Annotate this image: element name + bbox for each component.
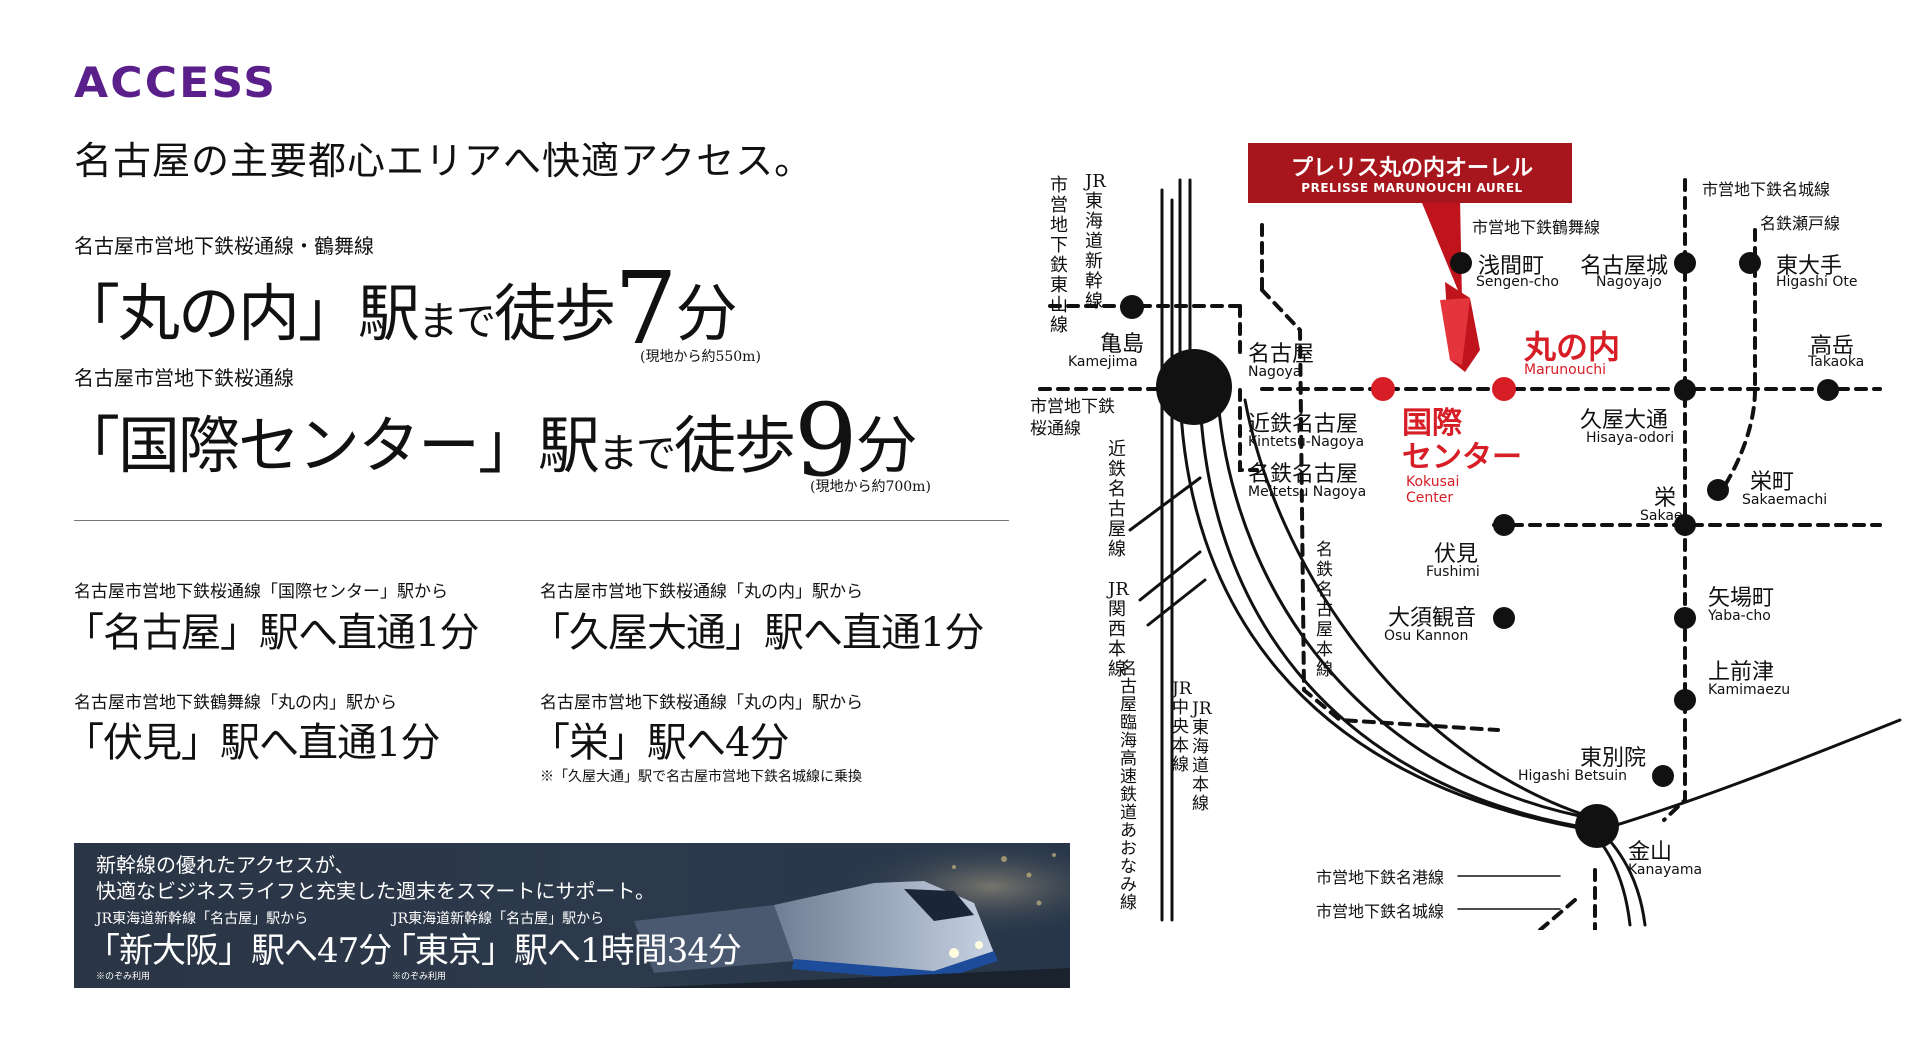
walk-line-1: 名古屋市営地下鉄桜通線・鶴舞線 — [74, 234, 374, 258]
banner-note-2: ※のぞみ利用 — [392, 972, 447, 982]
station-kintetsu-nagoya-en: Kintetsu-Nagoya — [1248, 434, 1365, 450]
direct-route-3: 「伏見」駅へ直通1分 — [64, 720, 440, 766]
station-sakaemachi: 栄町 — [1750, 470, 1795, 495]
banner-note-1: ※のぞみ利用 — [96, 972, 151, 982]
direct-route-2: 「久屋大通」駅へ直通1分 — [530, 610, 984, 656]
walk-main-1: 「丸の内」駅まで徒歩7分 — [58, 250, 738, 367]
line-meiko: 市営地下鉄名港線 — [1316, 868, 1445, 887]
line-jr-tokaido: JR東海道本線 — [1192, 699, 1212, 814]
station-nagoyajo: 名古屋城 — [1580, 254, 1669, 279]
line-meitetsu: 名鉄名古屋本線 — [1316, 540, 1333, 680]
line-meijo-2: 市営地下鉄名城線 — [1316, 902, 1445, 921]
station-fushimi-en: Fushimi — [1426, 564, 1480, 580]
line-meijo: 市営地下鉄名城線 — [1702, 180, 1831, 199]
station-nagoya-en: Nagoya — [1248, 364, 1302, 380]
station-kamejima: 亀島 — [1100, 332, 1145, 357]
station-sakaemachi-en: Sakaemachi — [1742, 492, 1828, 508]
direct-route-1: 「名古屋」駅へ直通1分 — [64, 610, 479, 656]
walk-unit-2: 分 — [855, 409, 918, 482]
station-kamimaezu: 上前津 — [1708, 660, 1775, 685]
walk-text-2: 徒歩 — [674, 409, 796, 482]
direct-line-3: 名古屋市営地下鉄鶴舞線「丸の内」駅から — [74, 693, 397, 713]
direct-line-2: 名古屋市営地下鉄桜通線「丸の内」駅から — [540, 582, 863, 602]
station-meitetsu-nagoya: 名鉄名古屋 — [1248, 462, 1359, 487]
banner-from-1: JR東海道新幹線「名古屋」駅から — [96, 911, 309, 927]
station-sengencho: 浅間町 — [1478, 254, 1545, 279]
line-tsurumai: 市営地下鉄鶴舞線 — [1472, 218, 1601, 237]
banner-route-1: 「新大阪」駅へ47分 — [86, 931, 392, 971]
headline: 名古屋の主要都心エリアへ快適アクセス。 — [74, 139, 814, 183]
direct-note-4: ※「久屋大通」駅で名古屋市営地下鉄名城線に乗換 — [540, 769, 862, 785]
station-sengencho-en: Sengen-cho — [1476, 274, 1559, 290]
divider — [74, 520, 1009, 521]
walk-main-2: 「国際センター」駅まで徒歩9分 — [58, 382, 918, 499]
shinkansen-banner: 新幹線の優れたアクセスが、 快適なビジネスライフと充実した週末をスマートにサポー… — [74, 843, 1070, 988]
banner-from-2: JR東海道新幹線「名古屋」駅から — [392, 911, 605, 927]
line-aonami: 名古屋臨海高速鉄道あおなみ線 — [1120, 659, 1137, 913]
line-jr-kansai: JR関西本線 — [1108, 579, 1129, 680]
property-label-bg — [1248, 143, 1572, 203]
station-kokusai-en-2: Center — [1406, 490, 1454, 506]
line-sakuradori: 市営地下鉄桜通線 — [1030, 397, 1115, 439]
section-title: ACCESS — [74, 58, 278, 107]
station-takaoka: 高岳 — [1810, 334, 1855, 359]
station-hisayaodori: 久屋大通 — [1580, 408, 1669, 433]
station-kamejima-en: Kamejima — [1068, 354, 1138, 370]
station-sakae-en: Sakae — [1640, 508, 1683, 524]
line-seto: 名鉄瀬戸線 — [1760, 214, 1841, 233]
station-nagoya: 名古屋 — [1248, 342, 1315, 367]
walk-note-2: (現地から約700m) — [810, 479, 931, 495]
station-kokusai-en-1: Kokusai — [1406, 474, 1460, 490]
station-higashiote-en: Higashi Ote — [1776, 274, 1858, 290]
banner-line-2: 快適なビジネスライフと充実した週末をスマートにサポート。 — [96, 879, 655, 903]
station-hisayaodori-en: Hisaya-odori — [1586, 430, 1675, 446]
property-name: プレリス丸の内オーレル — [1290, 155, 1533, 181]
station-kanayama-en: Kanayama — [1628, 862, 1703, 878]
station-nagoyajo-en: Nagoyajo — [1596, 274, 1662, 290]
walk-station-1: 「丸の内」駅 — [58, 277, 420, 350]
walk-made-1: まで — [418, 299, 496, 345]
station-osukannon-en: Osu Kannon — [1384, 628, 1469, 644]
station-yabacho-en: Yaba-cho — [1708, 608, 1771, 624]
walk-line-2: 名古屋市営地下鉄桜通線 — [74, 366, 294, 390]
walk-minutes-2: 9 — [794, 382, 858, 499]
station-higashiote: 東大手 — [1776, 254, 1843, 279]
line-higashiyama: 市営地下鉄東山線 — [1050, 175, 1068, 336]
direct-line-1: 名古屋市営地下鉄桜通線「国際センター」駅から — [74, 582, 448, 602]
station-marunouchi: 丸の内 — [1524, 328, 1621, 366]
line-shinkansen: JR東海道新幹線 — [1085, 171, 1106, 312]
line-jr-chuo: JR中央本線 — [1172, 679, 1192, 775]
station-fushimi: 伏見 — [1434, 542, 1479, 567]
walk-unit-1: 分 — [675, 277, 738, 350]
walk-note-1: (現地から約550m) — [640, 349, 761, 365]
station-marunouchi-en: Marunouchi — [1524, 362, 1607, 378]
walk-station-2: 「国際センター」駅 — [58, 409, 600, 482]
station-sakae: 栄 — [1654, 486, 1677, 511]
walk-minutes-1: 7 — [614, 250, 678, 367]
line-kintetsu: 近鉄名古屋線 — [1108, 439, 1126, 560]
station-kokusai-1: 国際 — [1402, 406, 1462, 441]
station-kokusai-2: センター — [1402, 440, 1522, 475]
train-photo — [634, 843, 1070, 988]
station-osukannon: 大須観音 — [1388, 606, 1477, 631]
station-takaoka-en: Takaoka — [1808, 354, 1865, 370]
station-kamimaezu-en: Kamimaezu — [1708, 682, 1791, 698]
banner-route-2: 「東京」駅へ1時間34分 — [382, 931, 742, 971]
walk-made-2: まで — [598, 431, 676, 477]
route-map — [1038, 143, 1902, 930]
property-name-en: PRELISSE MARUNOUCHI AUREL — [1301, 181, 1523, 195]
station-kintetsu-nagoya: 近鉄名古屋 — [1248, 412, 1359, 437]
direct-route-4: 「栄」駅へ4分 — [530, 720, 789, 766]
banner-line-1: 新幹線の優れたアクセスが、 — [96, 853, 355, 877]
station-meitetsu-nagoya-en: Meitetsu Nagoya — [1248, 484, 1367, 500]
walk-text-1: 徒歩 — [494, 277, 616, 350]
direct-line-4: 名古屋市営地下鉄桜通線「丸の内」駅から — [540, 693, 863, 713]
station-higashibetsuin: 東別院 — [1580, 746, 1647, 771]
station-higashibetsuin-en: Higashi Betsuin — [1518, 768, 1628, 784]
station-yabacho: 矢場町 — [1708, 586, 1775, 611]
station-kanayama: 金山 — [1628, 840, 1673, 865]
